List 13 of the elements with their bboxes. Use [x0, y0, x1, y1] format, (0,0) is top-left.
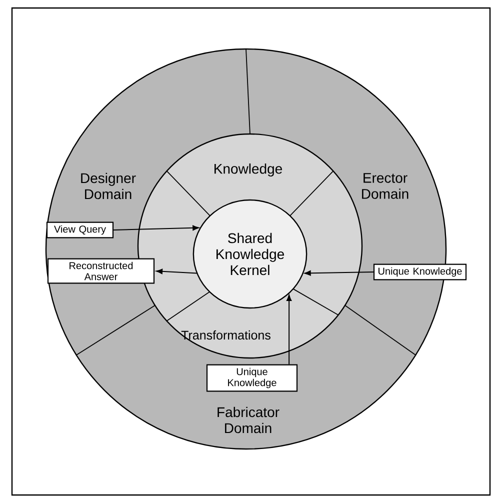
ring-label: Knowledge: [214, 163, 282, 177]
arrow: [304, 270, 374, 276]
text-box: View Query: [46, 222, 114, 238]
arrow: [113, 225, 200, 231]
domain-label: Fabricator Domain: [218, 406, 280, 434]
arrow: [156, 268, 198, 274]
domain-label: Designer Domain: [81, 172, 136, 200]
arrow: [286, 294, 292, 365]
domain-label: Erector Domain: [362, 173, 408, 199]
text-box: Reconstructed Answer: [47, 258, 155, 284]
ring-label: Transformations: [181, 330, 270, 340]
text-box: Unique Knowledge: [206, 364, 298, 392]
text-box: Unique Knowledge: [373, 264, 467, 280]
